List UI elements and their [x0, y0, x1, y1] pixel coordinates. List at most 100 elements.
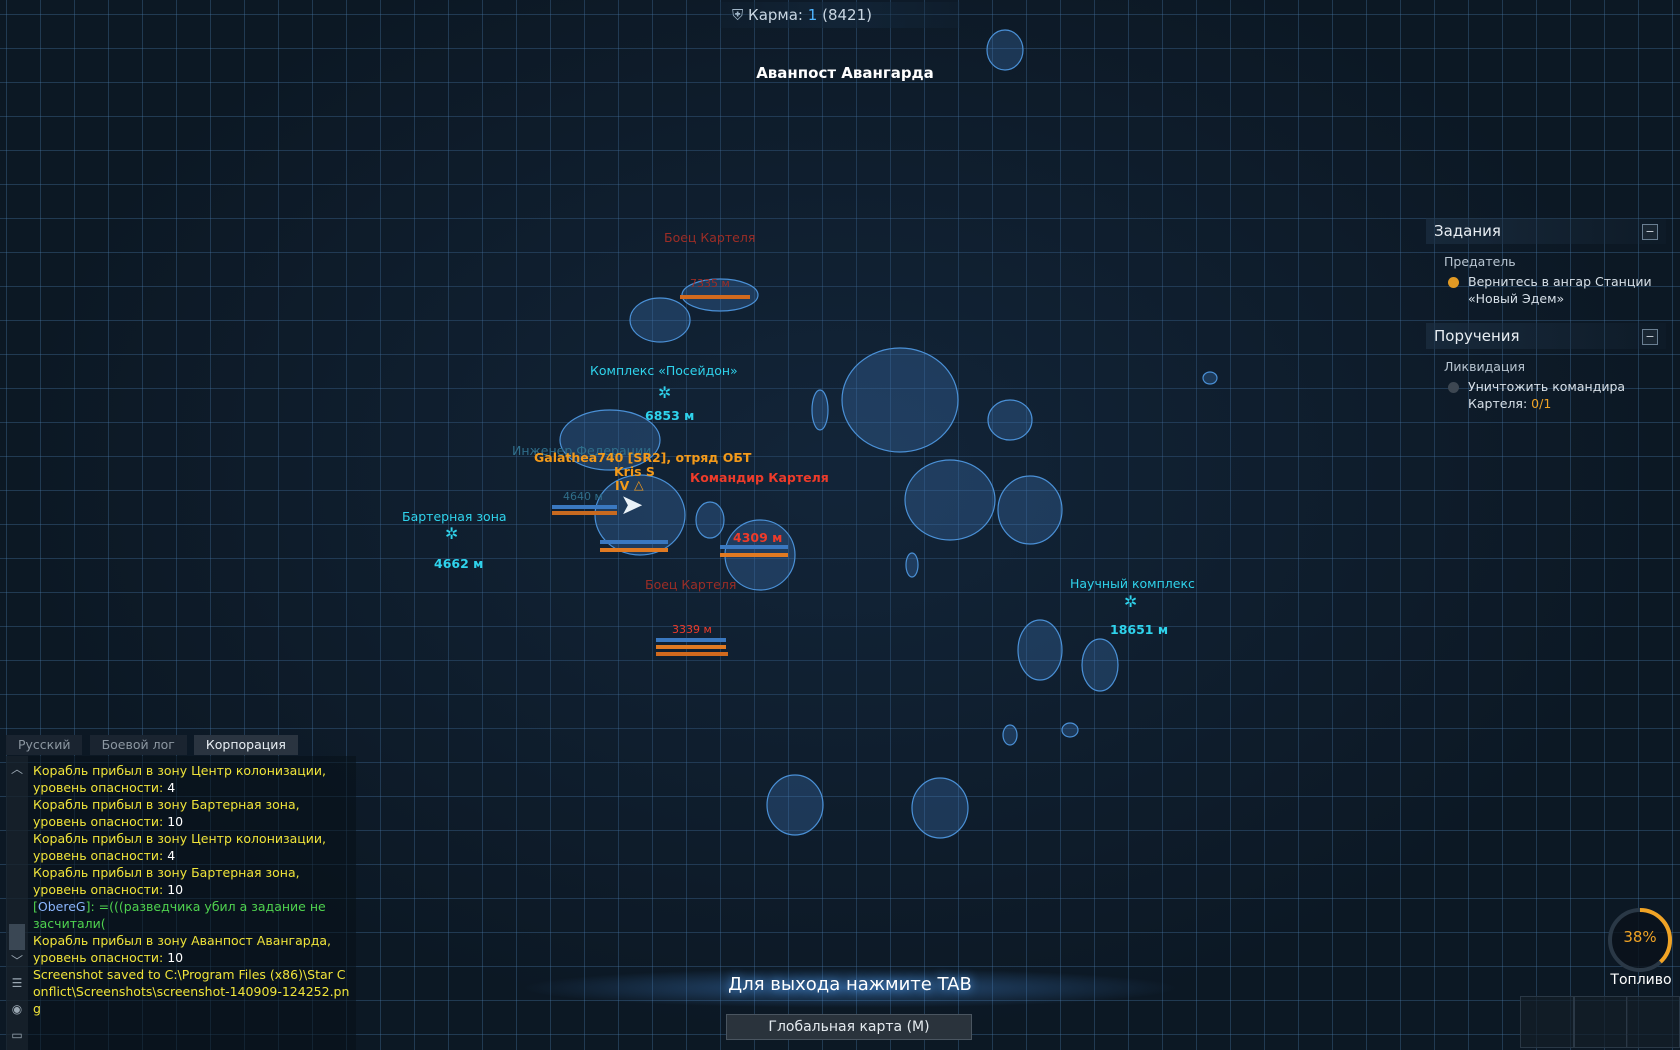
karma-label: Карма: [748, 6, 803, 24]
filter-icon[interactable]: ☰ [11, 976, 23, 990]
chat-line: Корабль прибыл в зону Центр колонизации,… [33, 831, 327, 863]
eye-icon[interactable]: ◉ [11, 1002, 23, 1016]
map-dist-cartel-commander: 4309 м [733, 530, 783, 545]
module-slot[interactable] [1626, 996, 1680, 1048]
quest-group: Предатель [1444, 254, 1516, 269]
fuel-gauge [1608, 908, 1672, 972]
asteroid [629, 297, 691, 343]
chat-line: Корабль прибыл в зону Бартерная зона, ур… [33, 865, 300, 897]
asteroid [987, 399, 1033, 441]
asteroid [1017, 619, 1063, 681]
karma-value: 1 [807, 6, 818, 24]
asteroid [1002, 724, 1018, 746]
asteroid [841, 347, 959, 453]
errands-header[interactable]: Поручения − [1426, 323, 1666, 349]
map-label-player-rank: IV [615, 478, 630, 493]
station-icon[interactable]: ✲ [1124, 592, 1138, 611]
map-label-science[interactable]: Научный комплекс [1070, 576, 1195, 591]
chat-scrollbar[interactable]: ︿ ﹀ ☰ ◉ ▭ [6, 756, 28, 1050]
errands-title: Поручения [1434, 327, 1520, 345]
station-icon[interactable]: ✲ [658, 383, 672, 402]
enemy-health-bar [720, 553, 788, 557]
map-label-cartel-fighter-bottom[interactable]: Боец Картеля [645, 577, 737, 592]
chat-input-icon[interactable]: ▭ [11, 1028, 23, 1042]
tab-battle-log[interactable]: Боевой лог [89, 735, 187, 755]
errand-progress: 0/1 [1531, 396, 1552, 411]
enemy-health-bar [656, 645, 726, 649]
karma-indicator: ⛨ Карма: 1 (8421) [720, 2, 960, 28]
karma-points: (8421) [822, 6, 872, 24]
asteroid [559, 409, 661, 471]
asteroid [811, 389, 829, 431]
station-icon[interactable]: ✲ [445, 524, 459, 543]
asteroid [594, 474, 686, 556]
chat-tabs: Русский Боевой лог Корпорация [6, 734, 300, 755]
enemy-health-bar [656, 652, 728, 656]
errand-item-text: Уничтожить командира Картеля: [1468, 379, 1626, 411]
chat-log: Корабль прибыл в зону Центр колонизации,… [33, 762, 353, 1017]
circle-icon [1448, 382, 1459, 393]
chat-line: Корабль прибыл в зону Центр колонизации,… [33, 763, 327, 795]
tab-corporation[interactable]: Корпорация [193, 735, 298, 755]
scroll-up-icon[interactable]: ︿ [10, 762, 23, 776]
map-label-cartel-fighter-top[interactable]: Боец Картеля [664, 230, 756, 245]
module-slot[interactable] [1574, 996, 1628, 1048]
map-label-barter[interactable]: Бартерная зона [402, 509, 507, 524]
chat-line: Корабль прибыл в зону Аванпост Авангарда… [33, 933, 331, 965]
enemy-shield-bar [720, 545, 788, 549]
errand-group: Ликвидация [1444, 359, 1526, 374]
collapse-icon[interactable]: − [1642, 224, 1658, 240]
quest-item-text: Вернитесь в ангар Станции «Новый Эдем» [1468, 274, 1652, 306]
module-slot[interactable] [1520, 996, 1574, 1048]
player-health-bar [600, 548, 668, 552]
asteroid [905, 552, 919, 578]
chat-panel[interactable] [6, 756, 356, 1050]
tasks-header[interactable]: Задания − [1426, 218, 1666, 244]
asteroid [695, 501, 725, 539]
player-ship-icon[interactable]: ➤ [620, 488, 644, 521]
errand-item[interactable]: Уничтожить командира Картеля: 0/1 [1426, 378, 1666, 412]
warning-icon: △ [634, 477, 644, 492]
scroll-down-icon[interactable]: ﹀ [10, 954, 23, 968]
ally-health-bar [552, 511, 617, 515]
chat-line: Screenshot saved to C:\Program Files (x8… [33, 967, 350, 1016]
tasks-title: Задания [1434, 222, 1501, 240]
player-shield-bar [600, 540, 668, 544]
fuel-arc [1608, 908, 1672, 972]
map-dist-cartel-fighter-bottom: 3339 м [672, 623, 712, 636]
chat-nick[interactable]: ObereG [37, 899, 86, 914]
quest-item[interactable]: Вернитесь в ангар Станции «Новый Эдем» [1426, 273, 1666, 307]
quest-panel: Задания − Предатель Вернитесь в ангар Ст… [1426, 218, 1666, 412]
enemy-health-bar [680, 295, 750, 299]
ally-shield-bar [552, 505, 617, 509]
map-dist-engineer: 4640 м [563, 490, 603, 503]
shield-icon: ⛨ [732, 6, 744, 24]
asteroid [1202, 371, 1218, 385]
asteroid [904, 459, 996, 541]
exit-glow [520, 968, 1180, 1008]
fuel-label: Топливо [1610, 972, 1672, 988]
map-label-player-pilot: Kris S [614, 464, 655, 479]
collapse-icon[interactable]: − [1642, 329, 1658, 345]
asteroid [766, 774, 824, 836]
asteroid [911, 777, 969, 839]
fuel-percent: 38% [1623, 928, 1657, 946]
scroll-thumb[interactable] [9, 924, 25, 950]
map-label-cartel-commander[interactable]: Командир Картеля [690, 470, 829, 485]
zone-title: Аванпост Авангарда [756, 64, 934, 82]
global-map-button[interactable]: Глобальная карта (M) [726, 1014, 972, 1040]
tab-russian[interactable]: Русский [6, 735, 83, 755]
exit-tip: Для выхода нажмите TAB [728, 974, 972, 995]
asteroid [1081, 638, 1119, 692]
map-dist-poseidon: 6853 м [645, 408, 695, 423]
map-dist-barter: 4662 м [434, 556, 484, 571]
map-label-poseidon[interactable]: Комплекс «Посейдон» [590, 363, 738, 378]
map-dist-science: 18651 м [1110, 622, 1169, 637]
asteroid [1061, 722, 1079, 738]
asteroid [997, 475, 1063, 545]
enemy-shield-bar [656, 638, 726, 642]
map-label-engineer[interactable]: Инженер Федерации [512, 443, 652, 458]
map-dist-cartel-fighter-top: 7335 м [690, 277, 730, 290]
check-icon [1448, 277, 1459, 288]
map-label-player[interactable]: Galathea740 [SR2], отряд OБТ [534, 450, 752, 465]
